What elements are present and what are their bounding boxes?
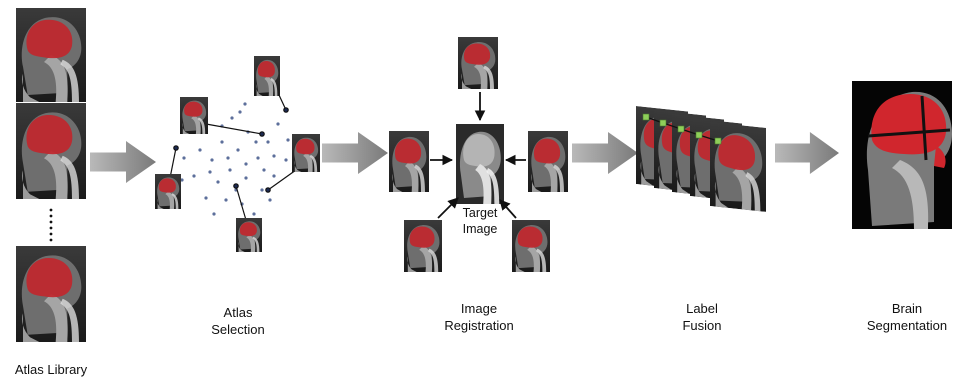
atlas-selection-label: Atlas Selection: [183, 304, 293, 338]
selected-atlas-4: [292, 134, 320, 172]
fusion-slice-5: [710, 122, 766, 212]
brain-segmentation-line2: Segmentation: [866, 318, 948, 333]
label-fusion-line2: Fusion: [682, 318, 722, 333]
image-registration-cluster: [389, 37, 568, 272]
fusion-correspondence-line: [642, 113, 722, 145]
brain-segmentation-label: Brain Segmentation: [852, 300, 962, 334]
registered-atlas-top: [458, 37, 498, 89]
image-registration-label: Image Registration: [424, 300, 534, 334]
target-label-line2: Image: [462, 222, 498, 236]
library-image-2: [16, 103, 86, 199]
image-registration-line1: Image: [460, 301, 498, 316]
atlas-library-label: Atlas Library: [0, 361, 102, 378]
flow-arrow-1-icon: [90, 141, 156, 183]
atlas-selection-line2: Selection: [211, 322, 265, 337]
flow-arrow-4-icon: [775, 132, 839, 174]
selected-atlas-5: [236, 218, 262, 252]
library-ellipsis-dots: [49, 208, 53, 242]
registration-arrows: [430, 92, 526, 219]
label-fusion-label: Label Fusion: [652, 300, 752, 334]
image-registration-line2: Registration: [444, 318, 514, 333]
atlas-library-text: Atlas Library: [14, 362, 88, 377]
brain-segmentation-result: [852, 81, 952, 229]
brain-segmentation-line1: Brain: [891, 301, 923, 316]
label-fusion-stack: [636, 106, 766, 212]
target-image-label: Target Image: [456, 205, 504, 237]
selected-atlas-2: [254, 56, 280, 96]
flow-arrow-2-icon: [322, 132, 388, 174]
registered-atlas-right: [528, 131, 568, 192]
label-fusion-line1: Label: [686, 301, 718, 316]
atlas-selection-line1: Atlas: [223, 305, 253, 320]
library-image-1: [16, 8, 86, 102]
registered-atlas-bottom-left: [404, 220, 442, 272]
atlas-library: [16, 8, 86, 342]
flow-arrow-3-icon: [572, 132, 638, 174]
registered-atlas-bottom-right: [512, 220, 550, 272]
selected-atlas-3: [155, 174, 181, 209]
selected-atlas-1: [180, 97, 208, 134]
library-image-3: [16, 246, 86, 342]
target-image: [456, 124, 504, 204]
target-label-line1: Target: [462, 206, 498, 220]
registered-atlas-left: [389, 131, 429, 192]
atlas-selection-cluster: [155, 56, 320, 252]
